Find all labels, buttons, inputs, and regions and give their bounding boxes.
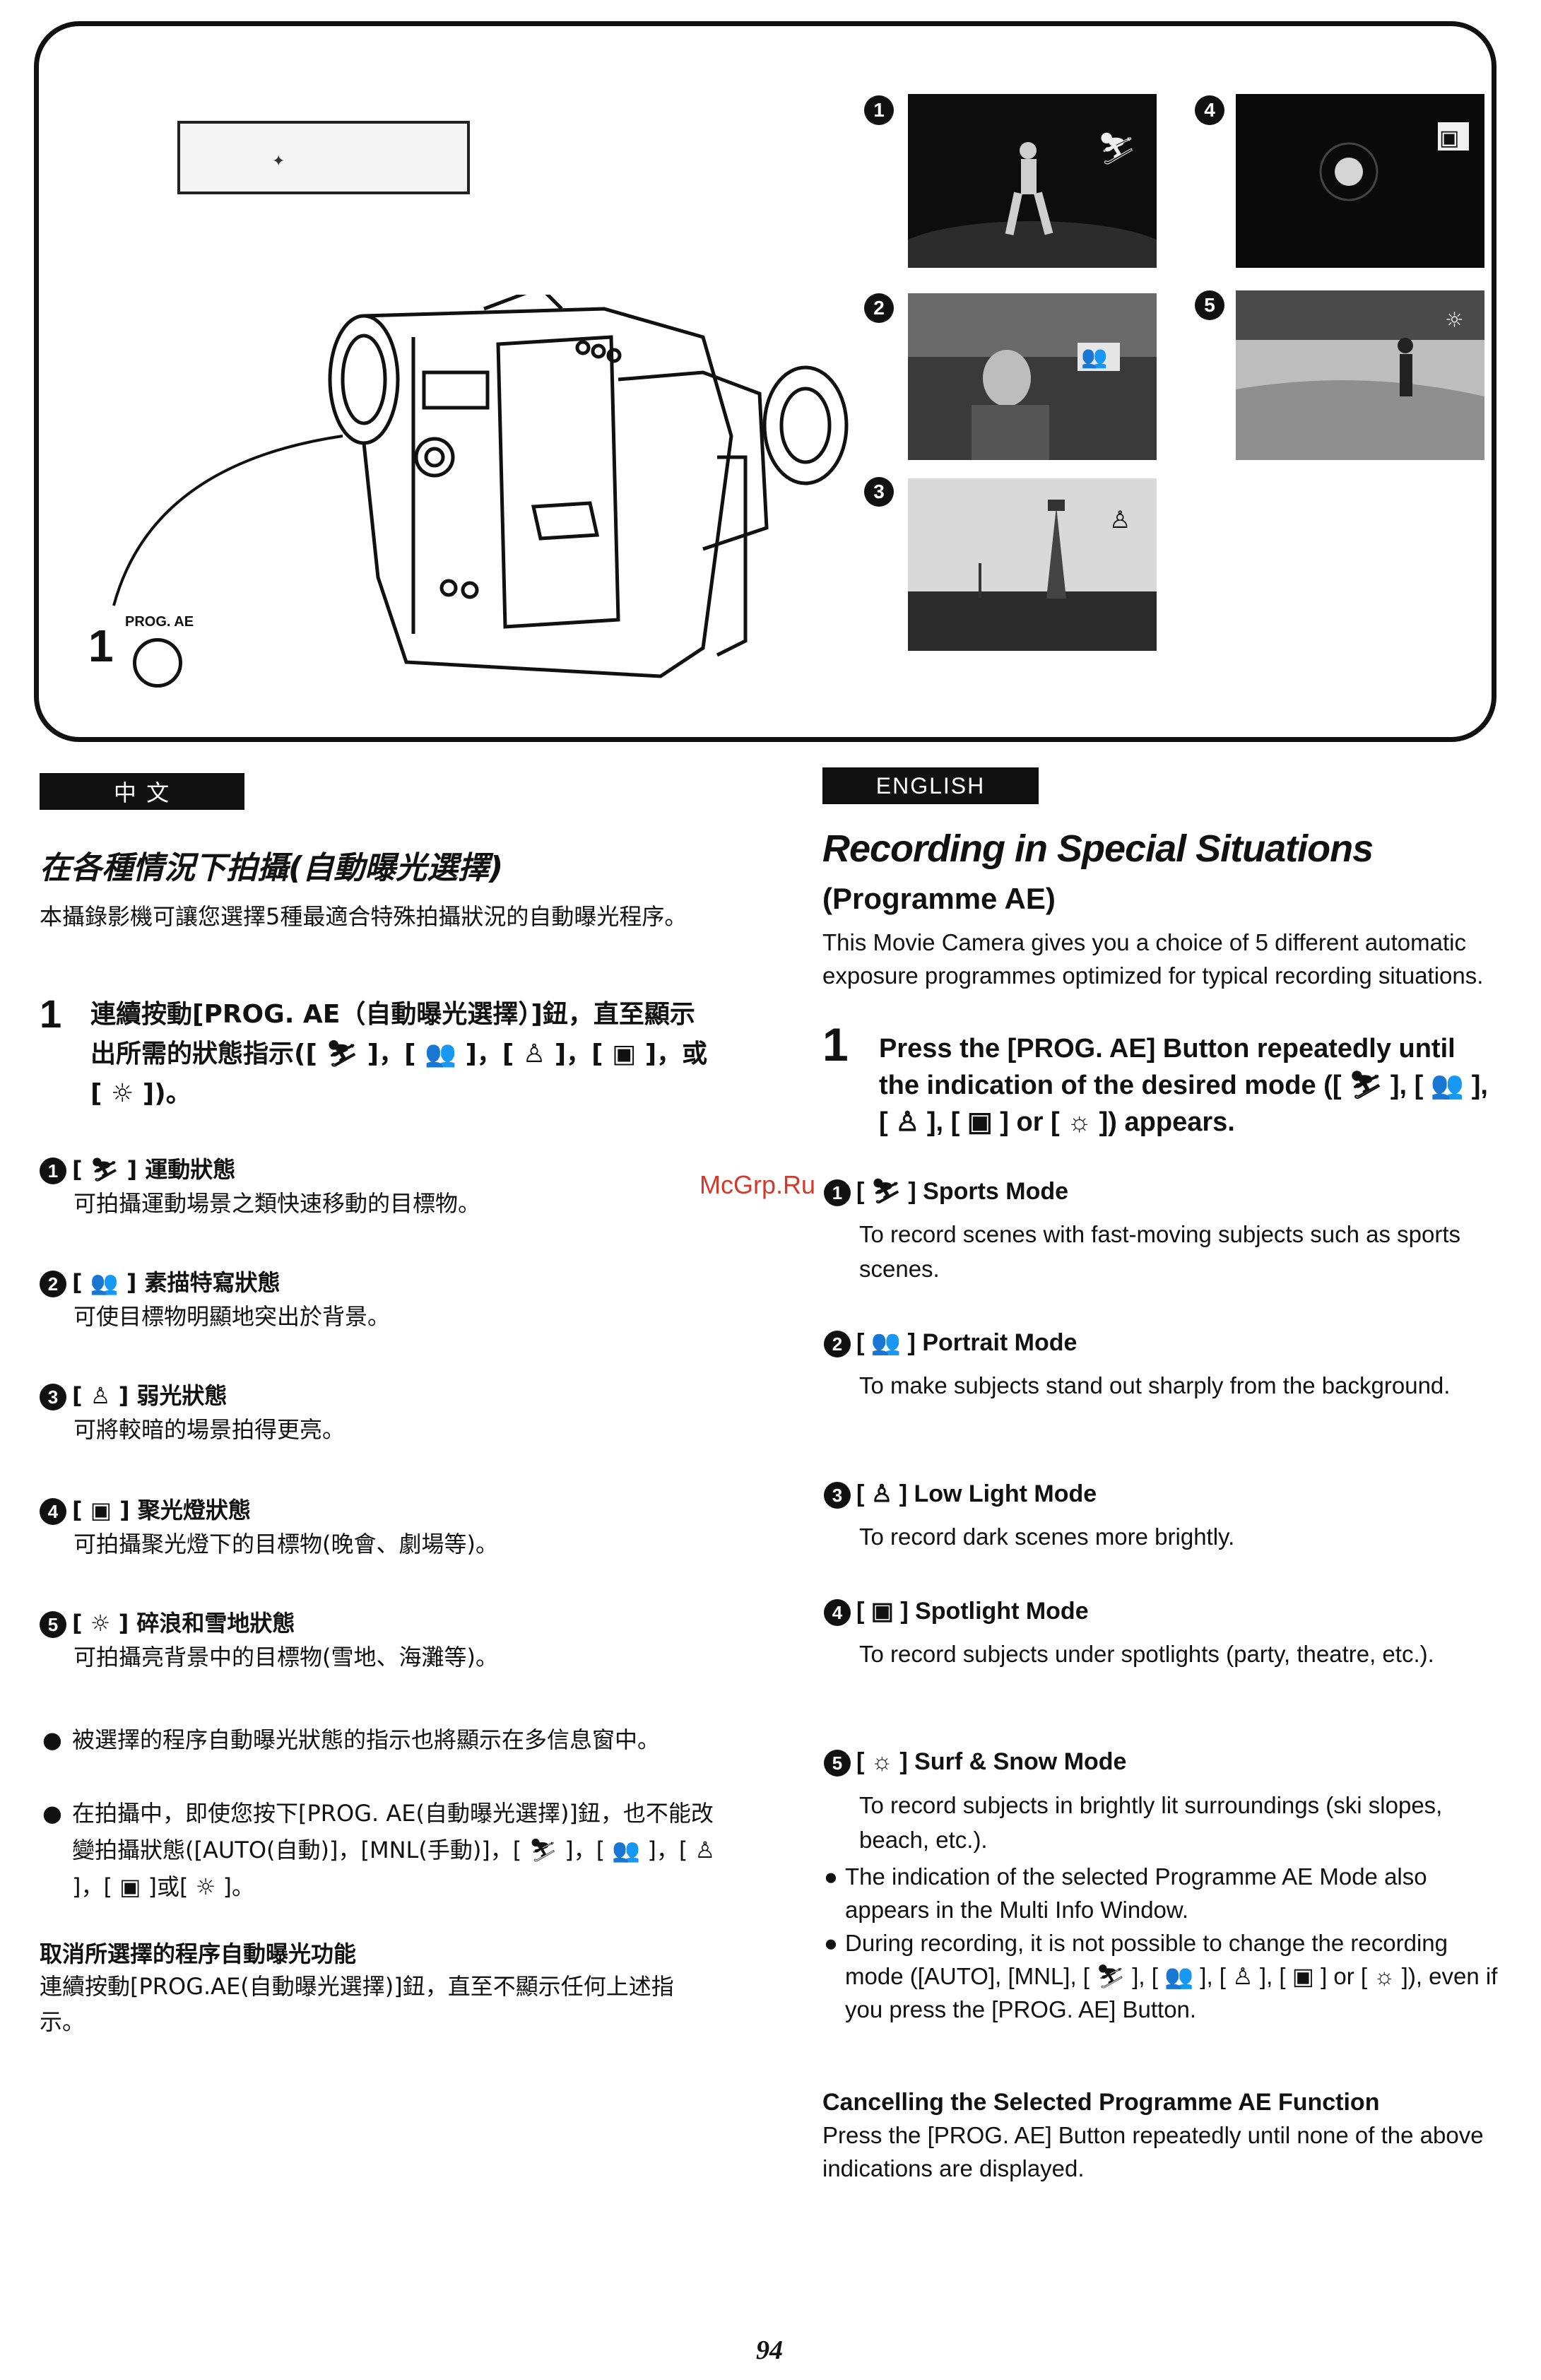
camcorder-illustration [328,295,849,678]
photo-spotlight-mode: ▣ [1236,94,1484,268]
watermark: McGrp.Ru [699,1170,816,1199]
chinese-bullet-1: ●被選擇的程序自動曝光狀態的指示也將顯示在多信息窗中。 [42,1726,661,1753]
chinese-mode-low-light: 3[ ♙ ] 弱光狀態 [40,1378,227,1410]
chinese-title: 在各種情況下拍攝(自動曝光選擇) [40,850,504,886]
chinese-step-number: 1 [40,991,62,1036]
svg-text:♙: ♙ [1109,506,1130,534]
photo-surf-snow-mode: ☼ [1236,290,1484,460]
english-title: Recording in Special Situations [822,827,1374,870]
photo-number-1: 1 [864,95,894,125]
english-mode-surf-snow-desc: To record subjects in brightly lit surro… [859,1792,1443,1853]
svg-text:☼: ☼ [1445,308,1464,333]
english-mode-spotlight-desc: To record subjects under spotlights (par… [859,1641,1434,1667]
english-step-text: Press the [PROG. AE] Button repeatedly u… [879,1034,1488,1137]
chinese-mode-spotlight-desc: 可拍攝聚光燈下的目標物(晚會、劇場等)。 [73,1531,498,1557]
english-mode-surf-snow: 5[ ☼ ] Surf & Snow Mode [824,1748,1126,1777]
english-cancel-heading: Cancelling the Selected Programme AE Fun… [822,2089,1380,2116]
svg-text:👥: 👥 [1081,345,1107,370]
photo-portrait-mode: 👥 [908,293,1157,460]
photo-low-light-mode: ♙ [908,478,1157,651]
english-mode-portrait: 2[ 👥 ] Portrait Mode [824,1329,1077,1358]
photo-number-2: 2 [864,293,894,323]
english-mode-sports-desc: To record scenes with fast-moving subjec… [859,1221,1461,1282]
illustration-panel: ✦ 1 PROG. AE 1 [34,21,1496,742]
photo-sports-mode: ⛷ [908,94,1157,268]
english-mode-low-light: 3[ ♙ ] Low Light Mode [824,1480,1097,1509]
english-bullet-1: ●The indication of the selected Programm… [824,1863,1427,1923]
chinese-bullet-2: ●在拍攝中，即使您按下[PROG. AE(自動曝光選擇)]鈕，也不能改變拍攝狀態… [42,1800,716,1900]
english-intro: This Movie Camera gives you a choice of … [822,929,1484,989]
figure-step-number: 1 [88,620,114,671]
chinese-mode-portrait-desc: 可使目標物明顯地突出於背景。 [73,1303,391,1330]
english-subtitle: (Programme AE) [822,882,1056,915]
chinese-mode-low-light-desc: 可將較暗的場景拍得更亮。 [73,1416,346,1443]
chinese-mode-sports: 1[ ⛷ ] 運動狀態 [40,1152,235,1184]
photo-number-4: 4 [1195,95,1224,125]
english-section-label: ENGLISH [822,767,1039,804]
chinese-cancel-heading: 取消所選擇的程序自動曝光功能 [40,1940,357,1967]
pointer-line [112,435,343,606]
chinese-mode-surf-snow: 5[ ☼ ] 碎浪和雪地狀態 [40,1606,295,1638]
chinese-mode-portrait: 2[ 👥 ] 素描特寫狀態 [40,1265,281,1297]
chinese-mode-sports-desc: 可拍攝運動場景之類快速移動的目標物。 [73,1190,481,1217]
chinese-section-label: 中 文 [40,773,244,810]
english-bullet-2: ●During recording, it is not possible to… [824,1930,1498,2022]
svg-text:⛷: ⛷ [1097,131,1137,167]
svg-text:▣: ▣ [1439,126,1459,151]
chinese-step-text: 連續按動[PROG. AE（自動曝光選擇）]鈕，直至顯示出所需的狀態指示([ ⛷… [90,1000,708,1108]
english-cancel-text: Press the [PROG. AE] Button repeatedly u… [822,2122,1484,2181]
prog-ae-button-icon [133,638,182,688]
prog-ae-label: PROG. AE [125,614,194,630]
display-speckle: ✦ [272,152,285,170]
chinese-mode-spotlight: 4[ ▣ ] 聚光燈狀態 [40,1492,251,1525]
chinese-mode-surf-snow-desc: 可拍攝亮背景中的目標物(雪地、海灘等)。 [73,1644,498,1671]
chinese-cancel-text: 連續按動[PROG.AE(自動曝光選擇)]鈕，直至不顯示任何上述指示。 [40,1973,674,2035]
photo-number-5: 5 [1195,290,1224,320]
english-mode-spotlight: 4[ ▣ ] Spotlight Mode [824,1597,1089,1627]
chinese-intro: 本攝錄影機可讓您選擇5種最適合特殊拍攝狀況的自動曝光程序。 [40,903,687,930]
english-mode-portrait-desc: To make subjects stand out sharply from … [859,1372,1451,1398]
english-mode-sports: 1[ ⛷ ] Sports Mode [824,1177,1068,1207]
lcd-display-illustration: ✦ [177,121,470,194]
english-mode-low-light-desc: To record dark scenes more brightly. [859,1524,1235,1550]
photo-number-3: 3 [864,477,894,507]
page-number: 94 [756,2335,783,2365]
english-step-number: 1 [822,1018,849,1071]
